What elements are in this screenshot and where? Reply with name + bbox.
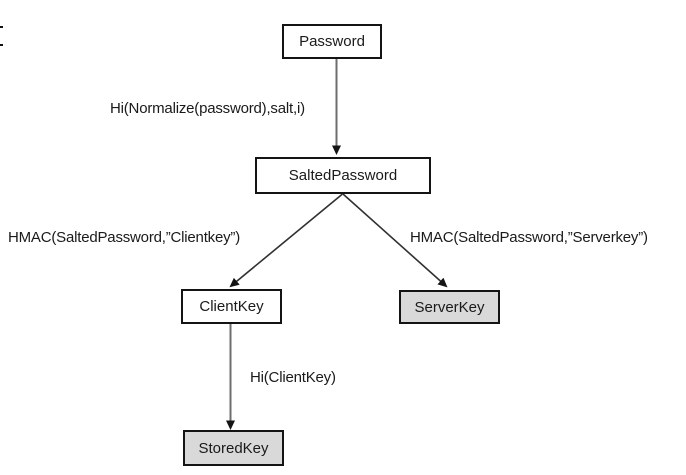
left-edge-artifact: [0, 26, 3, 28]
node-serverkey: ServerKey: [399, 290, 500, 324]
node-saltedpassword: SaltedPassword: [255, 157, 431, 194]
edge-label-saltedpassword-to-clientkey: HMAC(SaltedPassword,”Clientkey”): [8, 229, 240, 246]
node-clientkey: ClientKey: [181, 289, 282, 324]
edge-label-password-to-saltedpassword: Hi(Normalize(password),salt,i): [110, 100, 305, 117]
node-saltedpassword-label: SaltedPassword: [288, 167, 398, 184]
node-password-label: Password: [299, 33, 365, 50]
edge-label-clientkey-to-storedkey: Hi(ClientKey): [250, 369, 336, 386]
node-storedkey: StoredKey: [183, 430, 284, 466]
arrow-saltedpassword-to-clientkey: [229, 193, 344, 288]
arrow-saltedpassword-to-serverkey: [342, 193, 448, 288]
node-clientkey-label: ClientKey: [199, 298, 264, 315]
node-serverkey-label: ServerKey: [414, 298, 485, 316]
edge-label-saltedpassword-to-serverkey: HMAC(SaltedPassword,”Serverkey”): [410, 229, 648, 246]
left-edge-artifact: [0, 44, 3, 46]
node-storedkey-label: StoredKey: [198, 439, 269, 457]
node-password: Password: [282, 24, 382, 59]
